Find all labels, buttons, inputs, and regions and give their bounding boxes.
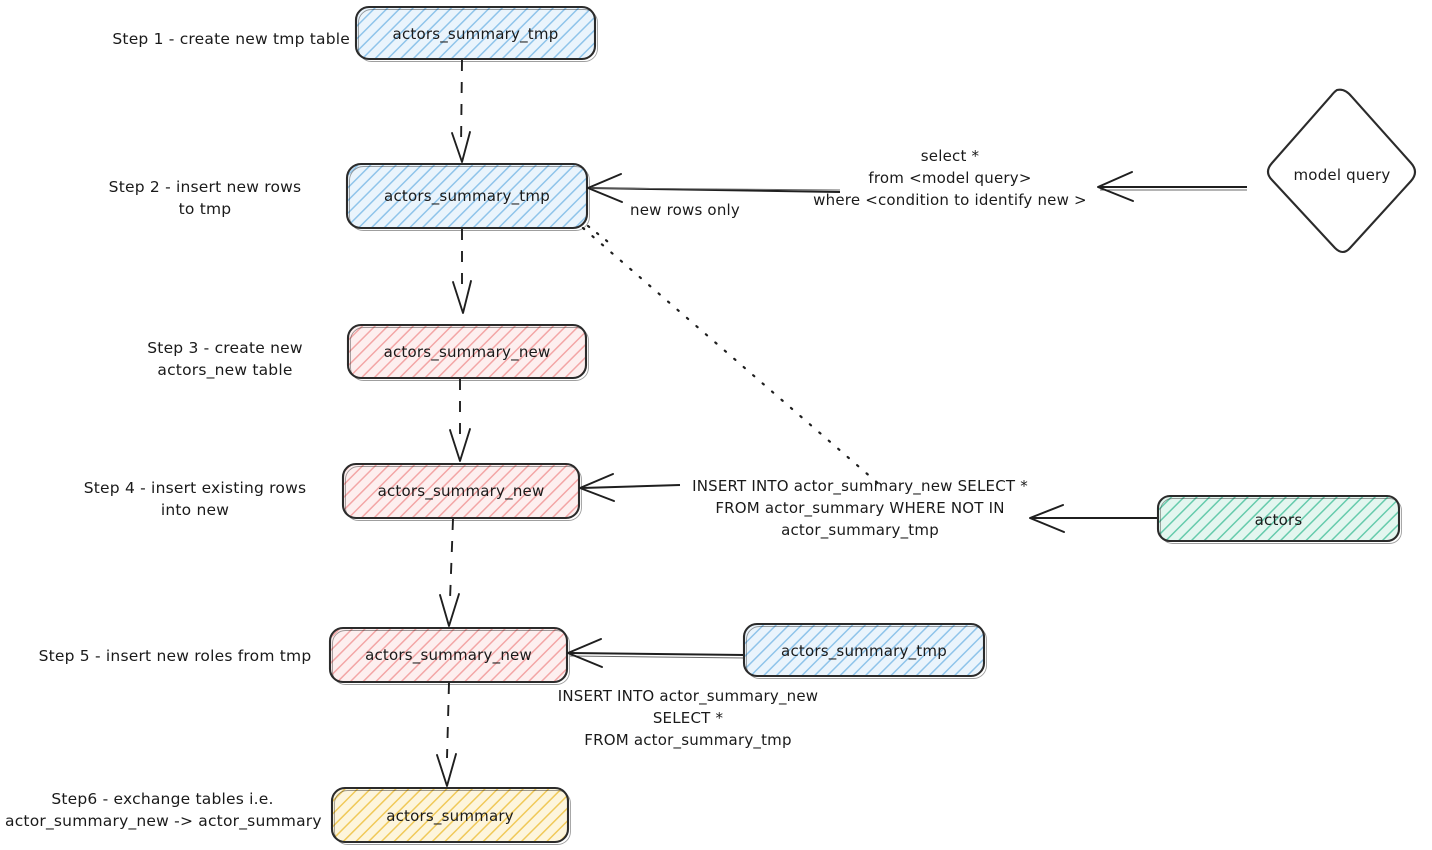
node-label-2: actors_summary_tmp [384, 187, 550, 205]
node-label-6: actors_summary [386, 807, 514, 825]
step-label-4: Step 4 - insert existing rows into new [83, 479, 307, 520]
node-shape-sketch [345, 466, 582, 521]
node-shape [742, 622, 986, 678]
step-label-1: Step 1 - create new tmp table [112, 30, 350, 48]
edge-n5-n6 [436, 682, 457, 787]
edge-actors-n4 [1029, 504, 1160, 533]
node-shape [346, 323, 588, 380]
step-label-2: Step 2 - insert new rows to tmp [108, 178, 302, 219]
edge-label-new-rows-only: new rows only [630, 201, 740, 219]
step-label-6: Step6 - exchange tables i.e. actor_summa… [5, 790, 322, 831]
node-shape [354, 5, 597, 61]
node-actors-summary-new-5[interactable] [328, 626, 570, 685]
node-shape-sketch [350, 327, 589, 381]
node-shape [1156, 494, 1401, 543]
edge-model-query [1097, 171, 1247, 202]
edge-n7-n5 [567, 638, 746, 668]
node-shape-sketch [1160, 498, 1402, 544]
node-label-3: actors_summary_new [383, 343, 551, 361]
node-shape [330, 786, 570, 844]
node-actors-summary-tmp-1[interactable] [354, 5, 598, 62]
step-label-5: Step 5 - insert new roles from tmp [38, 647, 312, 665]
edge-n1-n2 [451, 59, 471, 163]
edge-label-model-query-sql: select * from <model query> where <condi… [813, 147, 1087, 209]
node-label-5: actors_summary_new [365, 646, 532, 664]
edge-label-insert-new-roles: INSERT INTO actor_summary_new SELECT * F… [557, 687, 819, 749]
node-shape [341, 462, 581, 520]
node-shape [1266, 88, 1417, 254]
node-shape-sketch [358, 9, 598, 62]
node-shape-sketch [334, 790, 571, 845]
edge-n3-n4 [449, 379, 471, 462]
node-actors-summary-6[interactable] [330, 786, 571, 845]
node-shape [328, 626, 569, 684]
node-label-model-query: model query [1293, 166, 1391, 184]
node-shape-sketch [349, 166, 590, 231]
node-shape-sketch [746, 626, 987, 679]
node-shape [345, 162, 589, 230]
node-actors-summary-new-3[interactable] [346, 323, 589, 381]
step-label-3: Step 3 - create new actors_new table [147, 339, 303, 380]
node-label-actors: actors [1254, 511, 1303, 529]
node-model-query-diamond[interactable] [1266, 88, 1417, 254]
edge-insert-note-n4 [579, 473, 681, 502]
edge-dotted-n2-to-insert-note [581, 224, 882, 487]
edge-n2-n3 [452, 229, 472, 314]
node-actors-summary-tmp-7[interactable] [742, 622, 987, 679]
node-shape-sketch [332, 630, 570, 685]
edge-label-insert-existing: INSERT INTO actor_summary_new SELECT * F… [692, 477, 1028, 539]
node-actors-summary-new-4[interactable] [341, 462, 582, 521]
edge-new-rows-only [587, 173, 841, 203]
node-label-4: actors_summary_new [377, 482, 545, 500]
node-label-7: actors_summary_tmp [781, 642, 947, 660]
node-actors-summary-tmp-2[interactable] [345, 162, 590, 231]
edge-n4-n5 [439, 518, 460, 627]
node-actors[interactable] [1156, 494, 1402, 544]
node-label-1: actors_summary_tmp [392, 25, 559, 43]
